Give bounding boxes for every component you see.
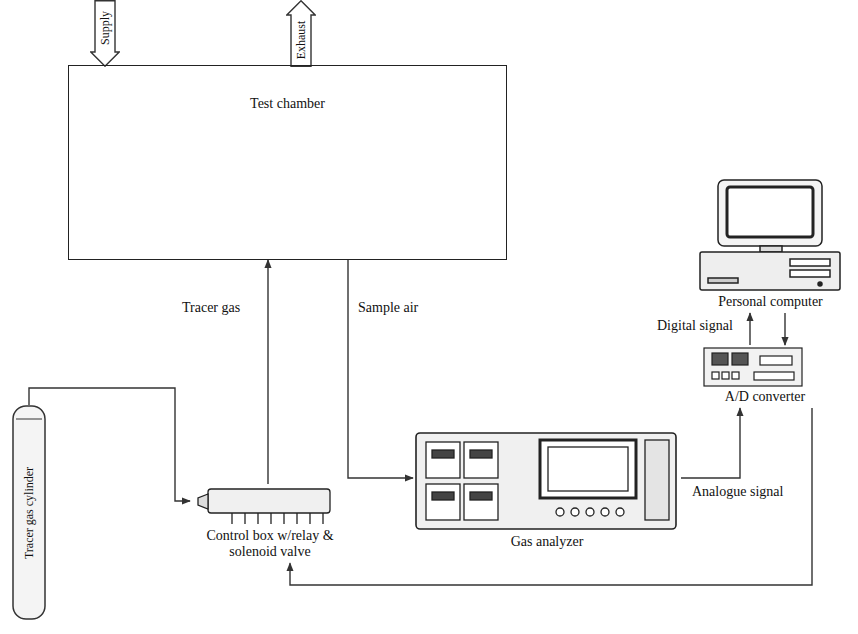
node-label: A/D converter bbox=[700, 389, 830, 405]
control-box-unit: Control box w/relay & solenoid valve bbox=[190, 484, 350, 563]
edge-label: Analogue signal bbox=[690, 484, 785, 500]
control-box-icon bbox=[198, 489, 330, 524]
connector-arrow bbox=[749, 313, 750, 345]
edge-label: Sample air bbox=[356, 300, 420, 316]
ad-converter-icon bbox=[704, 348, 802, 386]
terminal-pin bbox=[309, 513, 310, 524]
terminal-pin bbox=[270, 513, 271, 524]
node-label: Exhaust bbox=[295, 21, 307, 60]
node-label: Supply bbox=[99, 11, 111, 45]
terminal-pin bbox=[283, 513, 284, 524]
node-label: Test chamber bbox=[69, 96, 506, 112]
connector-arrow bbox=[267, 260, 268, 484]
connector-arrow bbox=[681, 408, 740, 478]
terminal-pin bbox=[322, 513, 323, 524]
supply-arrow: Supply bbox=[90, 0, 120, 67]
node-label: Personal computer bbox=[698, 294, 843, 310]
exhaust-arrow: Exhaust bbox=[286, 0, 316, 67]
converter-unit: A/D converter bbox=[700, 345, 830, 408]
computer-unit: Personal computer bbox=[698, 178, 843, 313]
node-label: Tracer gas cylinder bbox=[23, 466, 35, 558]
test-chamber-box: Test chamber bbox=[68, 65, 507, 260]
node-label: Control box w/relay & solenoid valve bbox=[190, 528, 350, 560]
connector-arrow bbox=[348, 260, 413, 478]
edge-label: Tracer gas bbox=[180, 300, 242, 316]
terminal-pin bbox=[296, 513, 297, 524]
node-label: Gas analyzer bbox=[413, 534, 681, 550]
gas-analyzer-unit: Gas analyzer bbox=[413, 430, 681, 553]
connector-arrow bbox=[784, 313, 785, 345]
connector-arrow bbox=[29, 388, 190, 501]
connector-arrow bbox=[290, 408, 812, 585]
edge-label: Digital signal bbox=[655, 318, 735, 334]
personal-computer-icon bbox=[700, 180, 840, 290]
gas-analyzer-icon bbox=[416, 433, 676, 529]
terminal-pin bbox=[257, 513, 258, 524]
terminal-pin bbox=[244, 513, 245, 524]
terminal-pin bbox=[231, 513, 232, 524]
gas-cylinder: Tracer gas cylinder bbox=[12, 405, 46, 620]
